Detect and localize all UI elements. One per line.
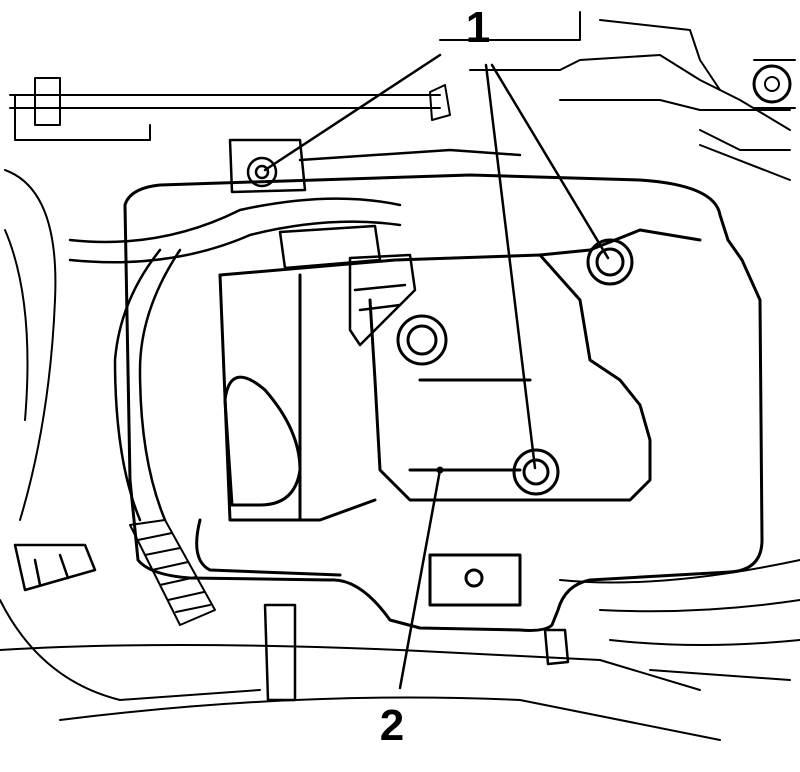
- mounting-bolt-center: [396, 314, 448, 366]
- control-unit-cover: [123, 173, 764, 632]
- leader-line-1b: [490, 63, 610, 260]
- callout-label-2: 2: [380, 701, 404, 750]
- leader-line-2: [398, 468, 442, 690]
- engine-bay-background: [0, 11, 800, 741]
- lower-mounting-clip: [263, 603, 570, 702]
- callout-label-1: 1: [466, 3, 490, 52]
- hose-clamp: [13, 543, 97, 592]
- leader-lines: [263, 53, 610, 690]
- electrical-connector: [278, 224, 417, 347]
- leader-line-1c: [484, 63, 537, 470]
- corrugated-conduit: [129, 519, 216, 626]
- leader-line-1a: [263, 53, 442, 172]
- mounting-bolt-upper: [586, 238, 634, 286]
- wiring-harness: [68, 197, 402, 522]
- leader-dot: [436, 466, 444, 474]
- mounting-bolt-lower: [512, 448, 560, 496]
- upper-bracket: [228, 138, 522, 194]
